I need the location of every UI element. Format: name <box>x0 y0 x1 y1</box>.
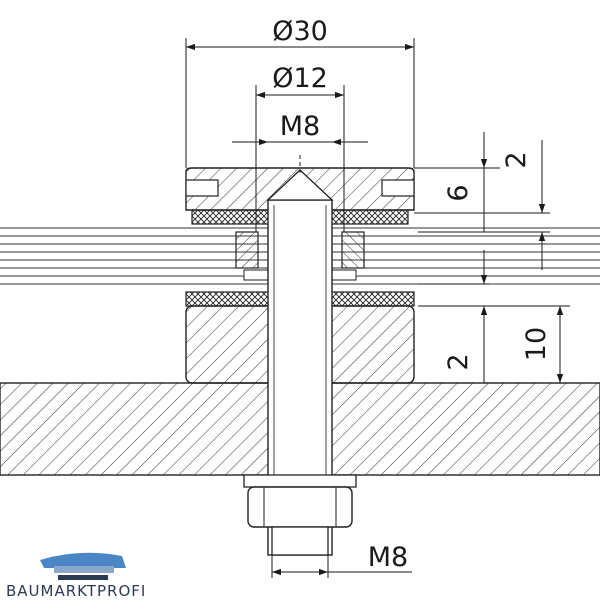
sleeve-left <box>235 231 259 269</box>
brand-name: BAUMARKTPROFI <box>6 582 146 600</box>
sleeve-right <box>341 231 365 269</box>
rod-end <box>271 526 329 556</box>
label-right-top-2: 2 <box>501 151 532 168</box>
label-m8-top: M8 <box>280 111 320 142</box>
set-screw-left <box>185 179 219 197</box>
label-d30: Ø30 <box>272 16 328 47</box>
set-screw-right <box>381 179 415 197</box>
label-right-6: 6 <box>443 184 474 201</box>
label-right-bottom-2: 2 <box>443 353 474 370</box>
label-right-10: 10 <box>521 327 552 361</box>
brand-logo: BAUMARKTPROFI <box>6 552 146 600</box>
rod-tip <box>266 169 334 201</box>
bottom-washer <box>243 474 357 488</box>
label-m8-bottom: M8 <box>368 542 408 573</box>
brand-roof-icon <box>40 552 126 568</box>
label-d12: Ø12 <box>272 63 328 94</box>
